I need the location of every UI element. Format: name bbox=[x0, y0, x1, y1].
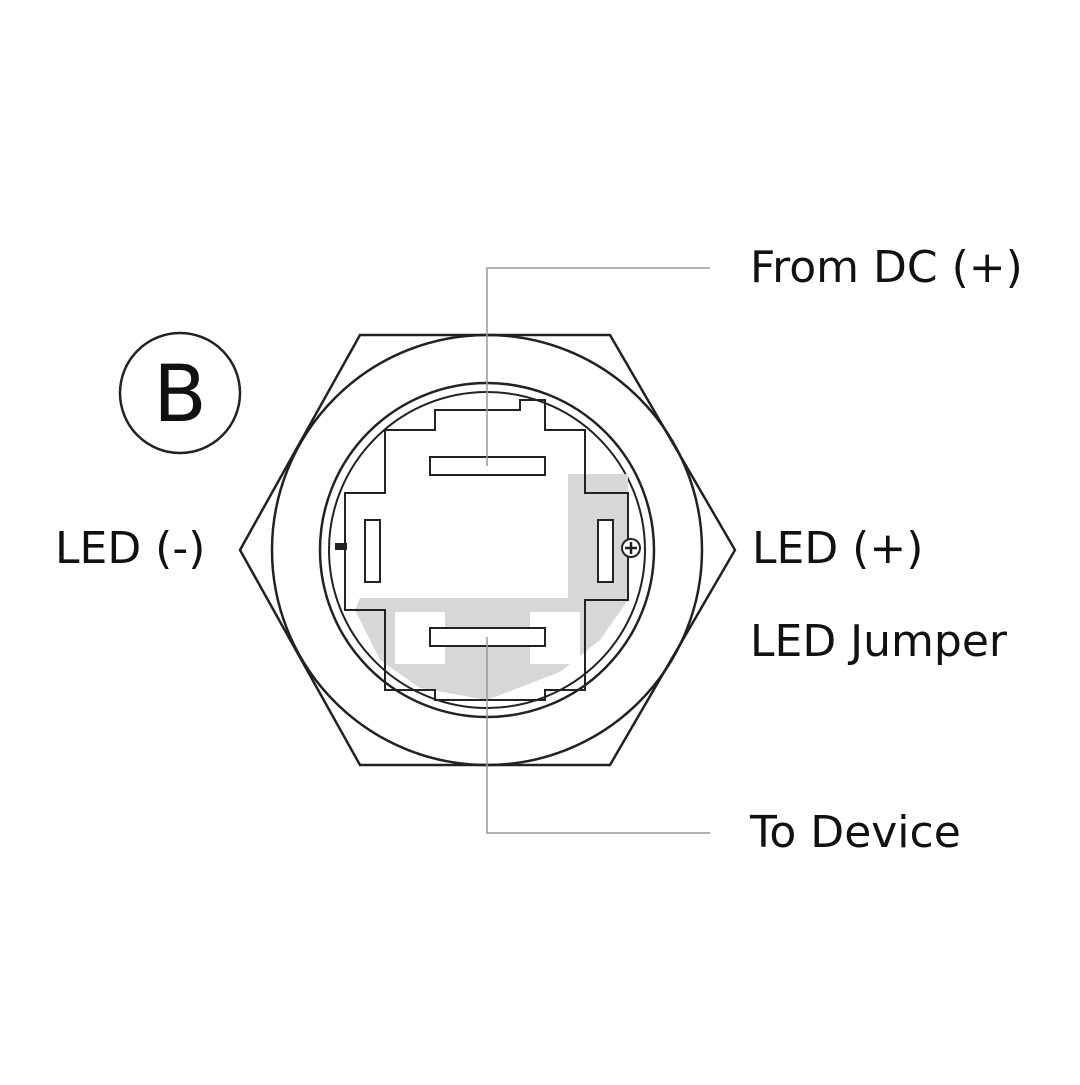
variant-badge: B bbox=[118, 331, 242, 455]
label-from-dc: From DC (+) bbox=[750, 242, 1023, 293]
leader-from-dc bbox=[486, 267, 710, 466]
terminal-housing-outline bbox=[344, 399, 629, 701]
label-led-positive: LED (+) bbox=[752, 523, 924, 574]
badge-letter: B bbox=[153, 350, 207, 440]
leader-to-device bbox=[486, 637, 710, 834]
label-led-jumper: LED Jumper bbox=[750, 616, 1007, 667]
positive-marker bbox=[621, 538, 641, 558]
label-led-negative: LED (-) bbox=[55, 523, 206, 574]
badge-circle bbox=[118, 331, 242, 455]
negative-marker bbox=[335, 543, 347, 550]
terminal-led-negative bbox=[364, 519, 381, 583]
terminal-led-positive bbox=[597, 519, 614, 583]
label-to-device: To Device bbox=[750, 807, 961, 858]
